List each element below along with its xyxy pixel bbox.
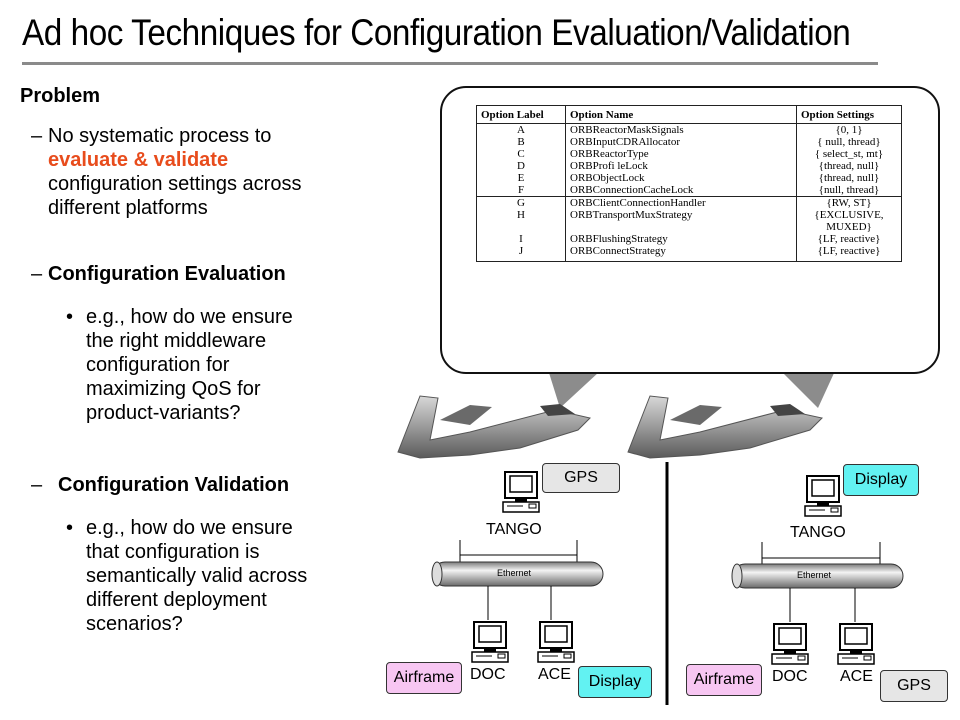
ace-computer-icon	[537, 621, 575, 663]
example-line: scenarios?	[86, 613, 183, 635]
display-tag: Display	[843, 464, 919, 496]
option-settings: {thread, null}	[796, 172, 902, 184]
config-evaluation-label: Configuration Evaluation	[48, 263, 286, 285]
gps-tag: GPS	[542, 463, 620, 493]
gps-tag: GPS	[880, 670, 948, 702]
bullet-dash: –	[31, 474, 43, 496]
header-option-name: Option Name	[565, 105, 797, 124]
fighter-jet-left	[397, 395, 591, 459]
option-settings: {EXCLUSIVE,	[796, 209, 902, 221]
validation-example: e.g., how do we ensure that configuratio…	[86, 516, 396, 636]
option-name: ORBProfi leLock	[565, 160, 797, 172]
bus-label: Ethernet	[797, 570, 832, 580]
ace-computer-icon	[837, 623, 875, 665]
node-label-ace: ACE	[840, 668, 873, 685]
header-option-settings: Option Settings	[796, 105, 902, 124]
problem-line: different platforms	[48, 197, 208, 219]
option-name: ORBObjectLock	[565, 172, 797, 184]
config-validation-label: Configuration Validation	[58, 474, 290, 496]
option-settings: {RW, ST}	[796, 196, 902, 209]
doc-computer-icon	[771, 623, 809, 665]
right-network	[731, 475, 904, 665]
title-divider	[22, 62, 878, 65]
problem-heading: Problem	[20, 85, 101, 107]
option-settings: {thread, null}	[796, 160, 902, 172]
option-settings: {LF, reactive}	[796, 233, 902, 245]
example-line: maximizing QoS for	[86, 378, 261, 400]
example-line: that configuration is	[86, 541, 260, 563]
option-settings: { null, thread}	[796, 136, 902, 148]
node-label-tango: TANGO	[486, 521, 542, 538]
doc-computer-icon	[471, 621, 509, 663]
problem-highlight: evaluate & validate	[48, 149, 229, 171]
table-header-row: Option Label Option Name Option Settings	[476, 105, 902, 124]
bullet-dash: –	[31, 125, 43, 147]
node-label-tango: TANGO	[790, 524, 846, 541]
display-tag: Display	[578, 666, 652, 698]
example-line: e.g., how do we ensure	[86, 517, 293, 539]
option-name: ORBFlushingStrategy	[565, 233, 797, 245]
bullet-dot: •	[66, 517, 74, 539]
table-row: MUXED}	[476, 221, 902, 233]
option-name: ORBInputCDRAllocator	[565, 136, 797, 148]
tango-computer-icon	[502, 471, 540, 513]
problem-line: configuration settings across	[48, 173, 302, 195]
node-label-ace: ACE	[538, 666, 571, 683]
page-title: Ad hoc Techniques for Configuration Eval…	[22, 12, 851, 53]
example-line: different deployment	[86, 589, 267, 611]
fighter-jet-right	[627, 395, 824, 459]
problem-statement: No systematic process to evaluate & vali…	[48, 124, 408, 220]
airframe-tag: Airframe	[686, 664, 762, 696]
example-line: configuration for	[86, 354, 230, 376]
option-name: ORBReactorType	[565, 148, 797, 160]
airframe-tag: Airframe	[386, 662, 462, 694]
option-settings: {LF, reactive}	[796, 245, 902, 262]
node-label-doc: DOC	[470, 666, 506, 683]
bullet-dot: •	[66, 306, 74, 328]
bullet-dash: –	[31, 263, 43, 285]
evaluation-example: e.g., how do we ensure the right middlew…	[86, 305, 386, 425]
option-settings: {0, 1}	[796, 123, 902, 136]
example-line: e.g., how do we ensure	[86, 306, 293, 328]
option-settings: {null, thread}	[796, 184, 902, 197]
option-settings: { select_st, mt}	[796, 148, 902, 160]
option-name: ORBTransportMuxStrategy	[565, 209, 797, 221]
problem-line: No systematic process to	[48, 125, 272, 147]
option-settings: MUXED}	[796, 221, 902, 233]
node-label-doc: DOC	[772, 668, 808, 685]
tango-computer-icon	[804, 475, 842, 517]
example-line: product-variants?	[86, 402, 241, 424]
example-line: the right middleware	[86, 330, 267, 352]
bus-label: Ethernet	[497, 568, 532, 578]
options-table: Option Label Option Name Option Settings…	[476, 105, 902, 262]
example-line: semantically valid across	[86, 565, 308, 587]
left-network	[431, 471, 604, 663]
